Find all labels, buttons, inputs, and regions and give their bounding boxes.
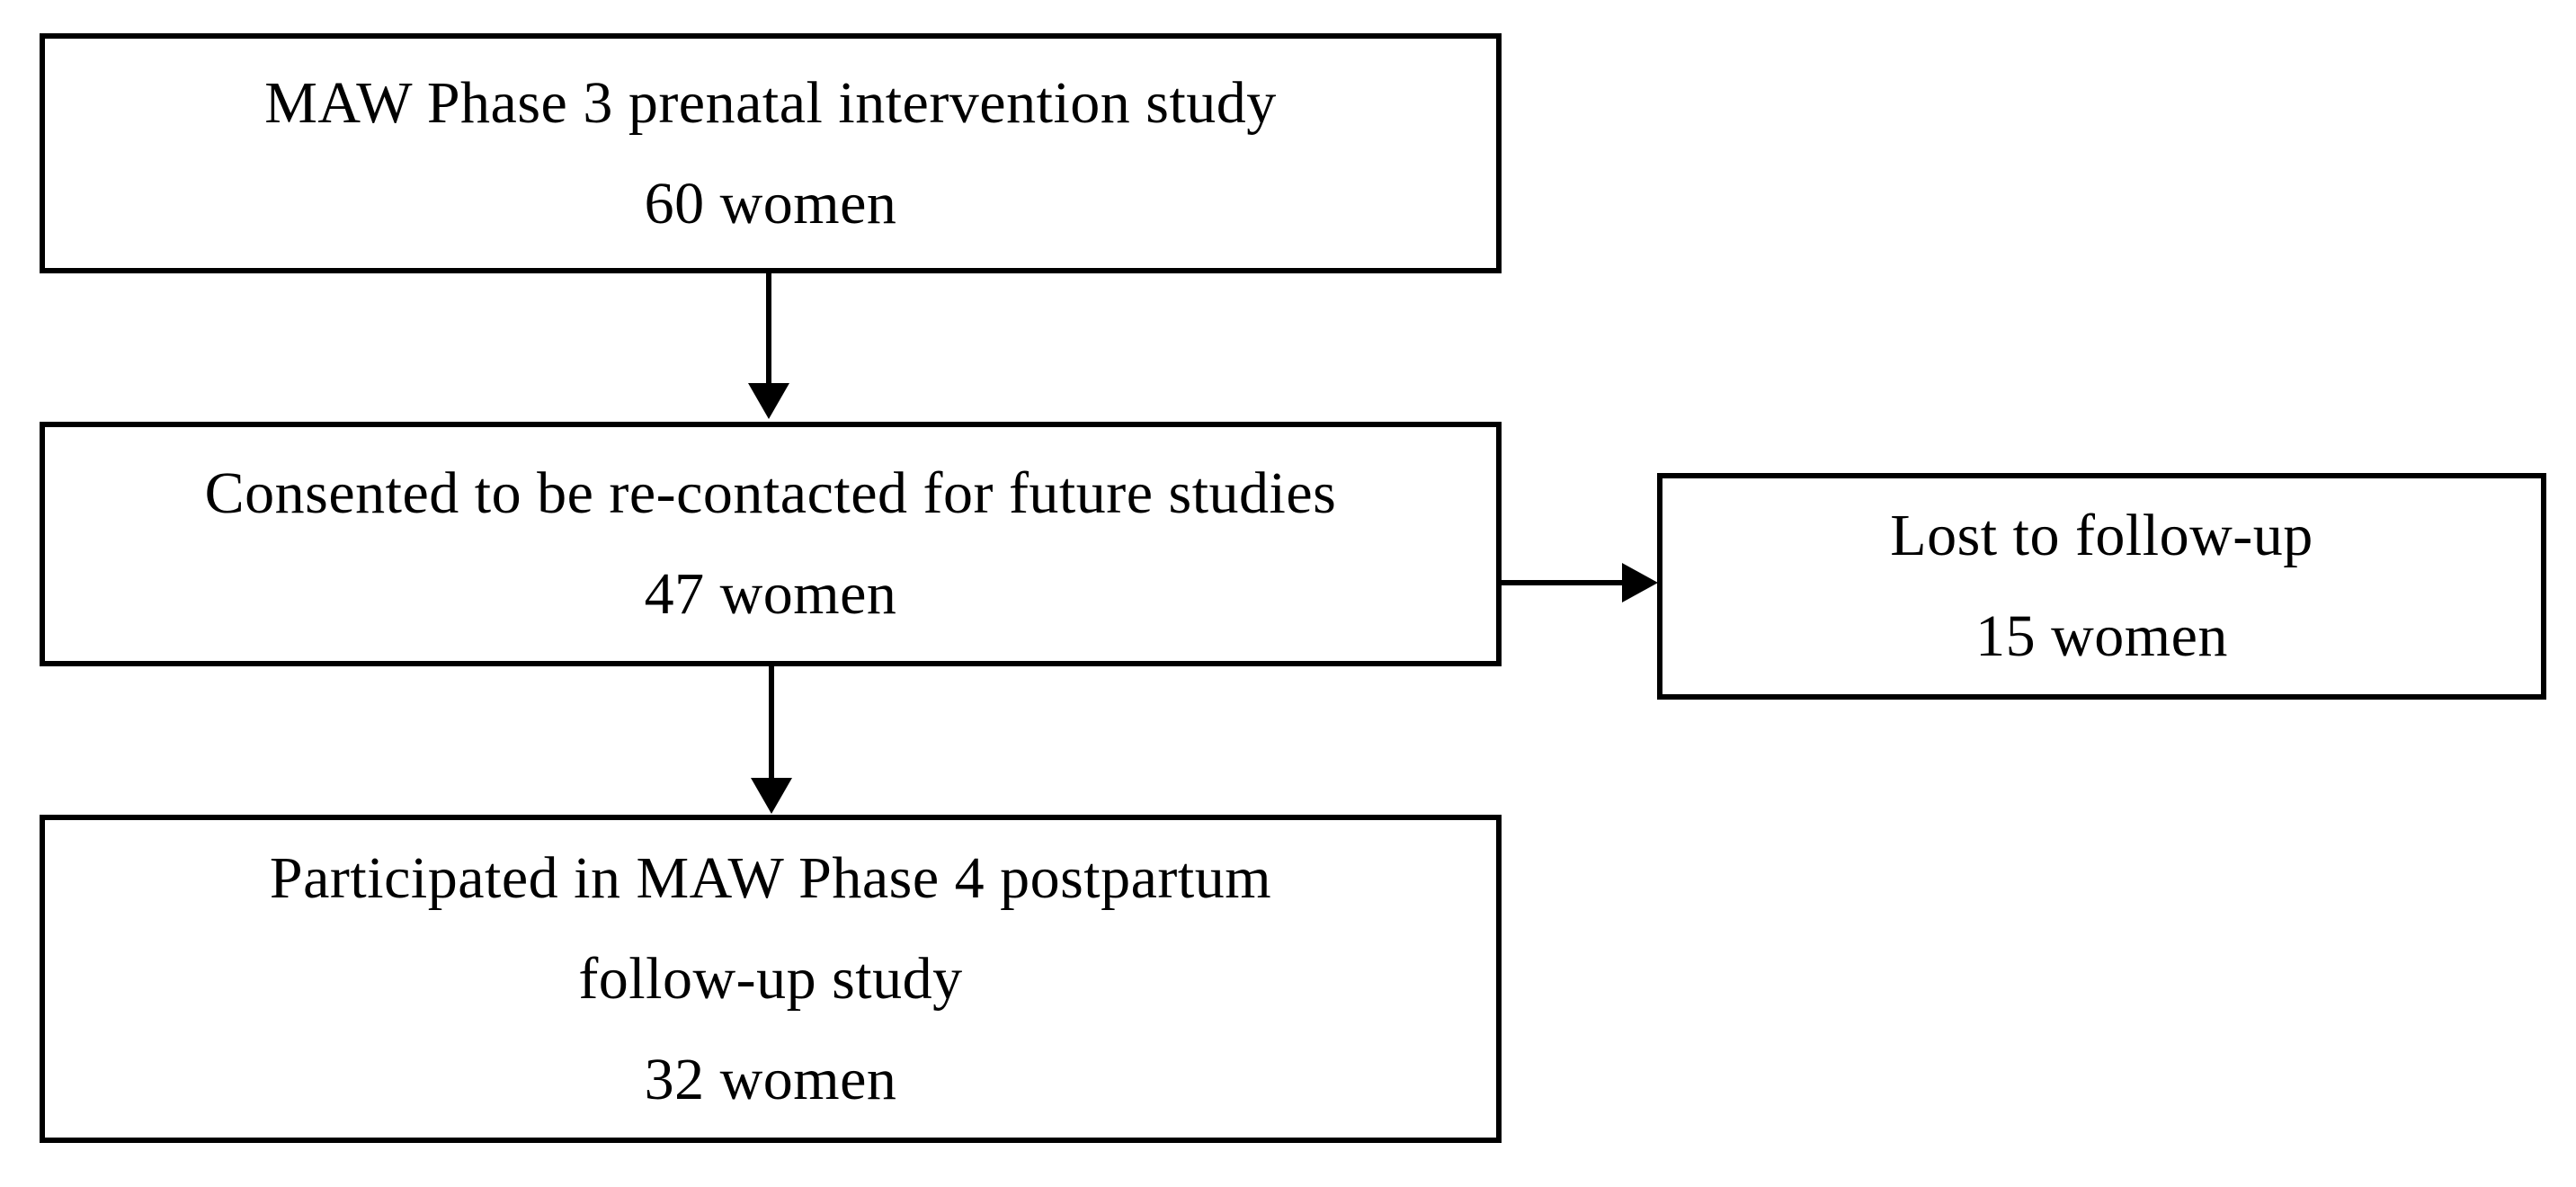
arrow-consented-to-lost-stem xyxy=(1499,580,1624,585)
phase4-followup-title-line2: follow-up study xyxy=(578,945,963,1012)
lost-to-followup-title: Lost to follow-up xyxy=(1890,503,2313,568)
phase3-study-box: MAW Phase 3 prenatal intervention study … xyxy=(40,33,1502,273)
phase3-study-title: MAW Phase 3 prenatal intervention study xyxy=(264,69,1277,136)
consented-recontact-box: Consented to be re-contacted for future … xyxy=(40,422,1502,666)
arrow-consented-to-phase4-stem xyxy=(769,665,774,781)
phase4-followup-box: Participated in MAW Phase 4 postpartum f… xyxy=(40,815,1502,1143)
arrow-consented-to-phase4-head xyxy=(751,778,792,814)
arrow-consented-to-lost-head xyxy=(1622,563,1658,602)
arrow-phase3-to-consented-head xyxy=(748,383,789,419)
lost-to-followup-box: Lost to follow-up 15 women xyxy=(1657,473,2546,700)
phase4-participant-count: 32 women xyxy=(644,1046,897,1112)
consented-participant-count: 47 women xyxy=(644,561,897,627)
consented-recontact-title: Consented to be re-contacted for future … xyxy=(204,460,1337,526)
phase4-followup-title-line1: Participated in MAW Phase 4 postpartum xyxy=(269,844,1272,911)
phase3-participant-count: 60 women xyxy=(644,170,897,237)
lost-participant-count: 15 women xyxy=(1975,603,2228,669)
arrow-phase3-to-consented-stem xyxy=(766,272,771,387)
